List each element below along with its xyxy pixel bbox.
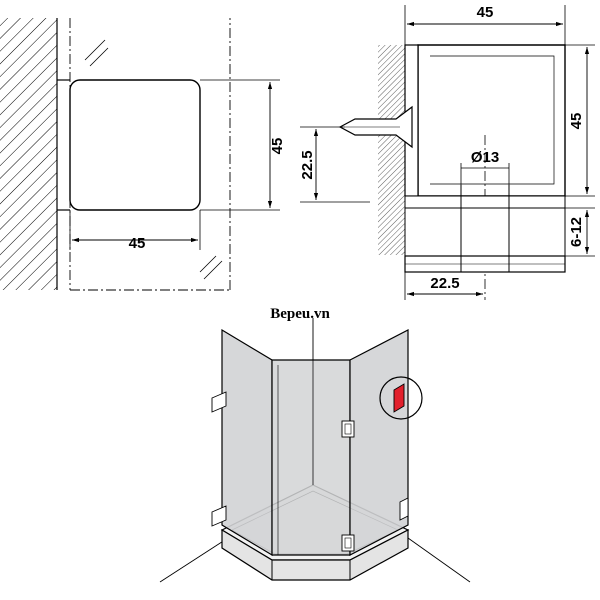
side-width-label: 45 [477,4,494,21]
clamp-side-body [417,44,566,197]
front-height-label: 45 [269,138,286,155]
depth-label: 22.5 [430,275,459,292]
offset-label: 22.5 [299,150,316,179]
hinge-front-top [341,420,355,438]
glass-panel-left [221,328,273,557]
glass-shine-marks [84,39,223,280]
front-view: 45 45 [0,18,286,291]
glass-thickness-label: 6-12 [568,217,585,247]
hinge-front-bottom [341,534,355,552]
hole-diameter-label: Ø13 [471,149,499,166]
glass-panel-section [404,207,566,257]
watermark-text: Bepeu.vn [270,306,330,322]
front-width-label: 45 [129,235,146,252]
glass-panel-front-left [271,359,351,556]
side-view: 45 Ø13 45 6-12 22.5 [299,4,595,300]
side-height-label: 45 [568,113,585,130]
highlighted-clamp [393,383,405,413]
wall-hatch [0,18,57,290]
shower-enclosure [159,318,471,583]
side-wall-hatch [378,45,405,255]
glass-pad-top [404,195,566,209]
shower-tray-front [221,528,409,581]
glass-panel-front-right [349,329,409,556]
clamp-front-body [69,79,201,211]
clamp-right-bottom [399,497,409,521]
hinge-left-bottom [211,505,227,527]
highlight-circle [379,376,423,420]
hinge-left-top [211,391,227,413]
